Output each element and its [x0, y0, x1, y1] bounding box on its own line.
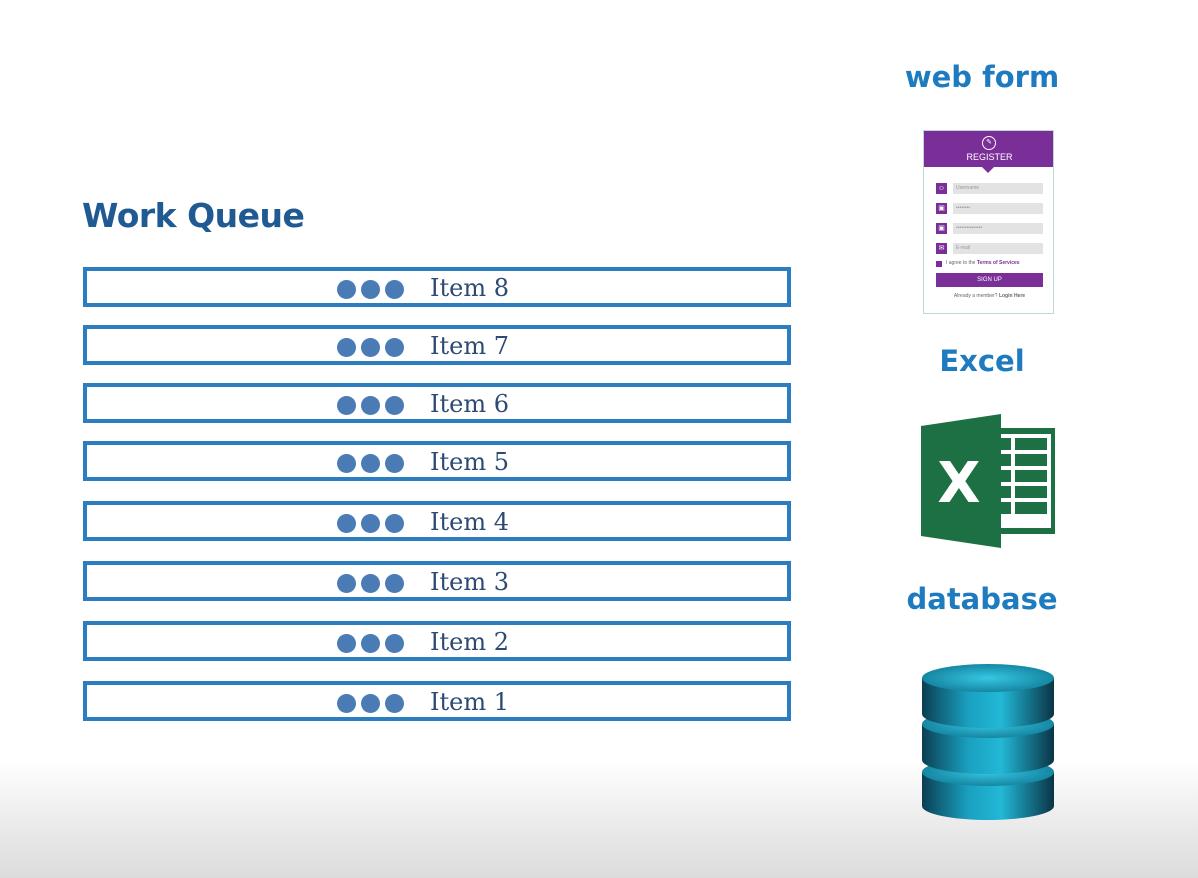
form-header: ✎ REGISTER — [924, 131, 1053, 167]
queue-item-label: Item 2 — [430, 628, 509, 656]
queue-item-8: Item 8 — [83, 267, 791, 307]
queue-item-7: Item 7 — [83, 325, 791, 365]
queue-item-5: Item 5 — [83, 441, 791, 481]
sign-up-button: SIGN UP — [936, 273, 1043, 287]
form-notch — [982, 167, 994, 173]
queue-item-label: Item 4 — [430, 508, 509, 536]
queue-item-4: Item 4 — [83, 501, 791, 541]
queue-item-label: Item 1 — [430, 688, 509, 716]
queue-item-2: Item 2 — [83, 621, 791, 661]
queue-item-label: Item 8 — [430, 274, 509, 302]
username-field: ☺ Username — [936, 183, 1043, 194]
ellipsis-dots-icon — [337, 338, 404, 357]
user-icon: ☺ — [936, 183, 947, 194]
web-form-title: web form — [904, 60, 1060, 94]
database-title: database — [906, 582, 1058, 616]
queue-item-6: Item 6 — [83, 383, 791, 423]
email-field: ✉ E-mail — [936, 243, 1043, 254]
terms-text: I agree to the Terms of Services — [946, 260, 1020, 266]
lock-icon: ▣ — [936, 223, 947, 234]
queue-item-3: Item 3 — [83, 561, 791, 601]
excel-icon: X — [921, 414, 1055, 548]
queue-item-label: Item 5 — [430, 448, 509, 476]
excel-title: Excel — [939, 344, 1025, 378]
excel-letter: X — [937, 451, 980, 516]
work-queue-title: Work Queue — [82, 196, 305, 235]
lock-icon: ▣ — [936, 203, 947, 214]
queue-item-label: Item 3 — [430, 568, 509, 596]
terms-checkbox-icon — [936, 261, 942, 267]
web-form-thumbnail: ✎ REGISTER ☺ Username ▣ •••••••• ▣ •••••… — [923, 130, 1054, 314]
login-text: Already a member? Login Here — [953, 293, 1026, 299]
ellipsis-dots-icon — [337, 280, 404, 299]
ellipsis-dots-icon — [337, 454, 404, 473]
ellipsis-dots-icon — [337, 634, 404, 653]
ellipsis-dots-icon — [337, 694, 404, 713]
ellipsis-dots-icon — [337, 514, 404, 533]
ellipsis-dots-icon — [337, 396, 404, 415]
database-icon — [922, 664, 1054, 820]
queue-item-1: Item 1 — [83, 681, 791, 721]
ellipsis-dots-icon — [337, 574, 404, 593]
envelope-icon: ✉ — [936, 243, 947, 254]
form-title: REGISTER — [966, 152, 1013, 162]
queue-item-label: Item 6 — [430, 390, 509, 418]
queue-item-label: Item 7 — [430, 332, 509, 360]
confirm-password-field: ▣ ••••••••••••••• — [936, 223, 1043, 234]
register-icon: ✎ — [982, 136, 996, 150]
password-field: ▣ •••••••• — [936, 203, 1043, 214]
